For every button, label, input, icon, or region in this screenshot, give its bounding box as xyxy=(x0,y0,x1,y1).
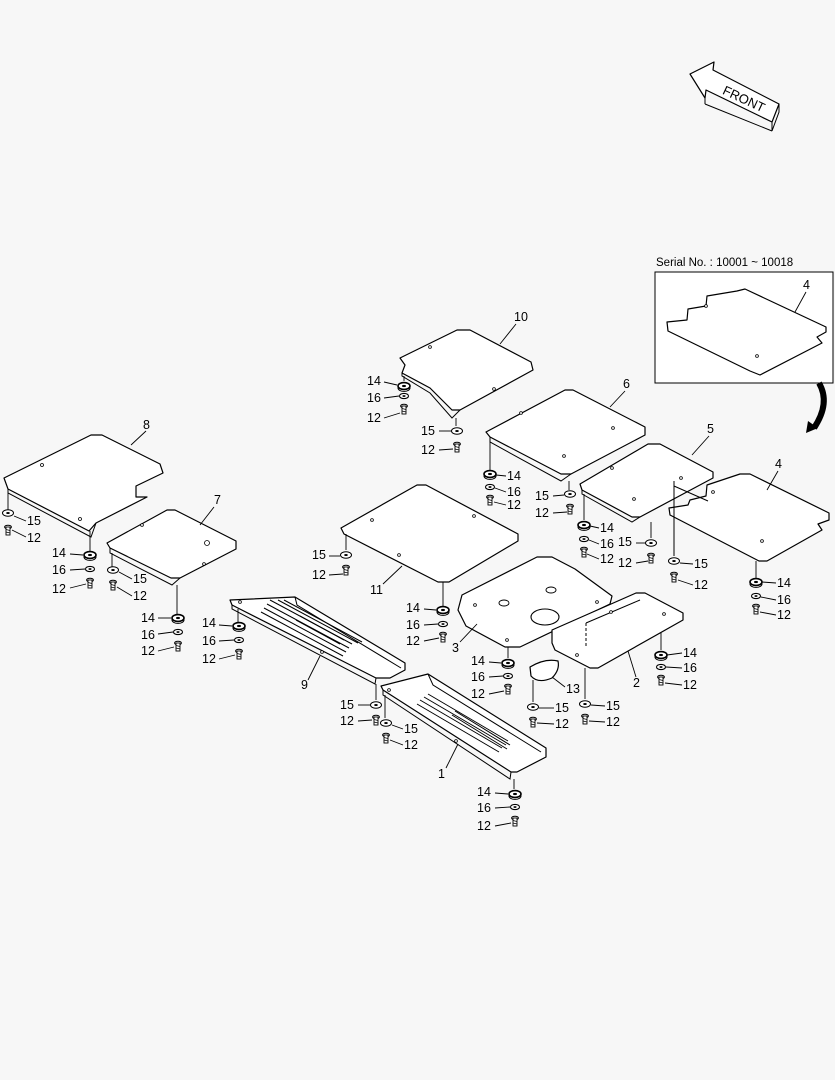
svg-text:12: 12 xyxy=(141,644,155,658)
svg-text:2: 2 xyxy=(633,676,640,690)
svg-text:16: 16 xyxy=(507,485,521,499)
svg-text:12: 12 xyxy=(606,715,620,729)
svg-text:14: 14 xyxy=(777,576,791,590)
svg-text:12: 12 xyxy=(367,411,381,425)
svg-text:14: 14 xyxy=(141,611,155,625)
svg-text:15: 15 xyxy=(555,701,569,715)
svg-text:15: 15 xyxy=(421,424,435,438)
svg-text:12: 12 xyxy=(52,582,66,596)
svg-text:12: 12 xyxy=(477,819,491,833)
part-13-gasket: 13 xyxy=(529,659,580,696)
part-7-cover: 7 xyxy=(106,493,237,586)
svg-text:14: 14 xyxy=(600,521,614,535)
svg-text:4: 4 xyxy=(775,457,782,471)
part-9-grille: 9 xyxy=(229,596,406,692)
svg-text:16: 16 xyxy=(202,634,216,648)
svg-text:13: 13 xyxy=(566,682,580,696)
svg-text:10: 10 xyxy=(514,310,528,324)
part-10-cover: 10 xyxy=(399,310,534,419)
svg-text:15: 15 xyxy=(404,722,418,736)
svg-text:14: 14 xyxy=(471,654,485,668)
svg-text:15: 15 xyxy=(606,699,620,713)
svg-text:16: 16 xyxy=(477,801,491,815)
svg-text:15: 15 xyxy=(27,514,41,528)
part-11-cover: 11 xyxy=(340,484,519,597)
svg-text:14: 14 xyxy=(202,616,216,630)
svg-text:12: 12 xyxy=(777,608,791,622)
part-4-cover: 4 xyxy=(668,457,830,562)
svg-text:12: 12 xyxy=(555,717,569,731)
svg-text:15: 15 xyxy=(535,489,549,503)
svg-text:8: 8 xyxy=(143,418,150,432)
svg-text:7: 7 xyxy=(214,493,221,507)
svg-text:16: 16 xyxy=(777,593,791,607)
part-5-cover: 5 xyxy=(579,422,714,523)
part-1-grille: 1 xyxy=(380,673,547,781)
svg-text:12: 12 xyxy=(312,568,326,582)
svg-text:14: 14 xyxy=(406,601,420,615)
svg-text:14: 14 xyxy=(683,646,697,660)
svg-text:12: 12 xyxy=(507,498,521,512)
svg-text:16: 16 xyxy=(471,670,485,684)
front-arrow: FRONT xyxy=(689,61,780,132)
svg-text:12: 12 xyxy=(600,552,614,566)
svg-text:16: 16 xyxy=(52,563,66,577)
svg-text:16: 16 xyxy=(141,628,155,642)
svg-text:14: 14 xyxy=(507,469,521,483)
svg-text:12: 12 xyxy=(683,678,697,692)
svg-text:15: 15 xyxy=(312,548,326,562)
svg-text:12: 12 xyxy=(694,578,708,592)
svg-text:12: 12 xyxy=(404,738,418,752)
svg-text:12: 12 xyxy=(535,506,549,520)
svg-text:12: 12 xyxy=(340,714,354,728)
svg-text:6: 6 xyxy=(623,377,630,391)
svg-text:3: 3 xyxy=(452,641,459,655)
svg-text:1: 1 xyxy=(438,767,445,781)
svg-text:15: 15 xyxy=(133,572,147,586)
svg-text:12: 12 xyxy=(27,531,41,545)
svg-text:16: 16 xyxy=(600,537,614,551)
part-8-cover: 8 xyxy=(3,418,164,538)
svg-text:15: 15 xyxy=(618,535,632,549)
part-6-cover: 6 xyxy=(485,377,646,482)
svg-text:14: 14 xyxy=(367,374,381,388)
svg-text:12: 12 xyxy=(421,443,435,457)
svg-text:12: 12 xyxy=(133,589,147,603)
svg-text:16: 16 xyxy=(406,618,420,632)
part-2-plate: 2 xyxy=(551,592,684,690)
svg-text:14: 14 xyxy=(52,546,66,560)
svg-text:14: 14 xyxy=(477,785,491,799)
svg-text:16: 16 xyxy=(683,661,697,675)
svg-text:5: 5 xyxy=(707,422,714,436)
inset-part-4-label: 4 xyxy=(803,278,810,292)
svg-text:9: 9 xyxy=(301,678,308,692)
svg-text:12: 12 xyxy=(471,687,485,701)
serial-inset: Serial No. : 10001 ~ 10018 4 xyxy=(654,257,834,433)
svg-text:16: 16 xyxy=(367,391,381,405)
svg-text:12: 12 xyxy=(202,652,216,666)
svg-text:11: 11 xyxy=(370,583,383,597)
svg-text:15: 15 xyxy=(694,557,708,571)
svg-text:12: 12 xyxy=(618,556,632,570)
svg-text:12: 12 xyxy=(406,634,420,648)
serial-note: Serial No. : 10001 ~ 10018 xyxy=(656,257,793,269)
svg-text:15: 15 xyxy=(340,698,354,712)
